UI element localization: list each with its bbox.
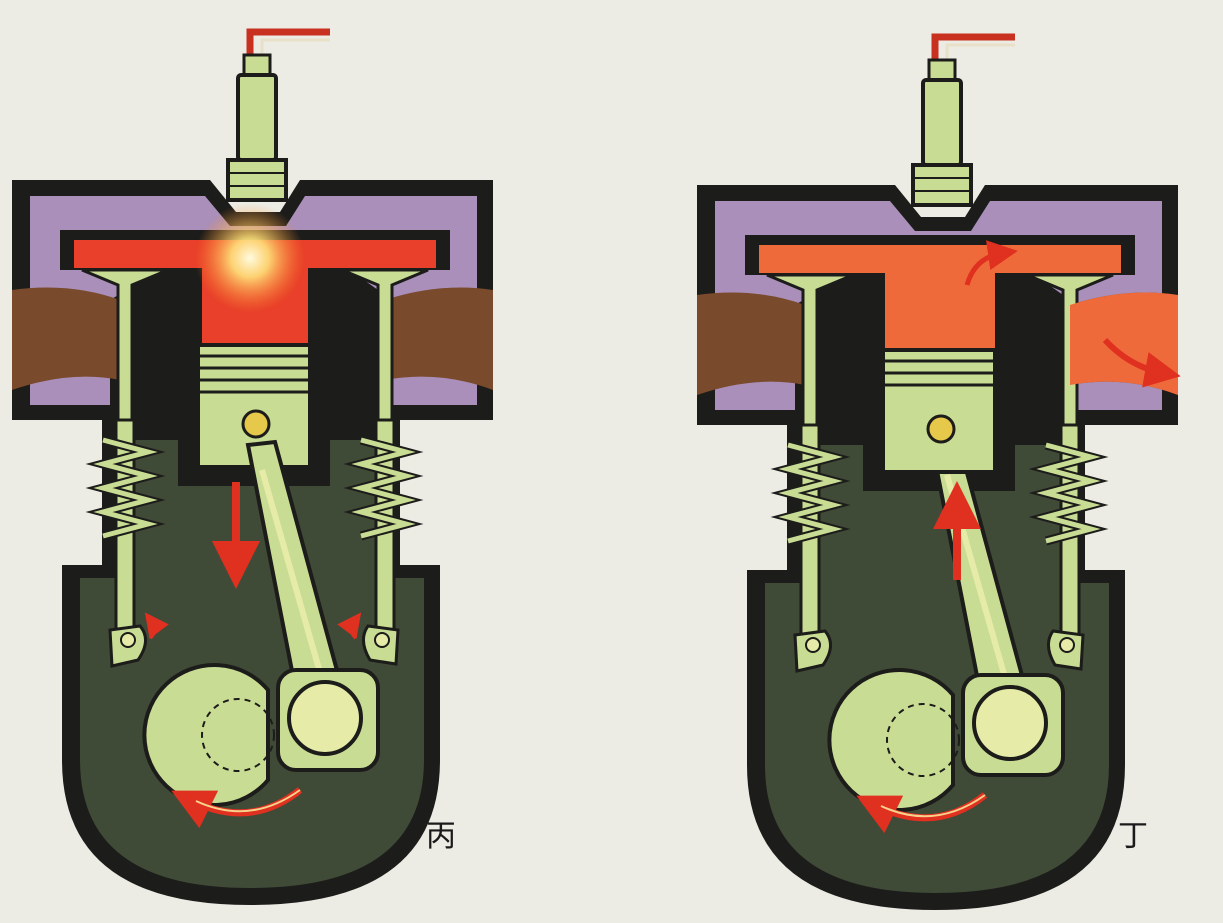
engine-drawing-left [12,32,493,905]
panel-label-left: 丙 [426,822,456,852]
panel-label-right: 丁 [1118,822,1148,852]
engine-panel-exhaust [697,37,1178,910]
engine-panel-power [12,32,493,905]
spark-flash [195,203,305,313]
